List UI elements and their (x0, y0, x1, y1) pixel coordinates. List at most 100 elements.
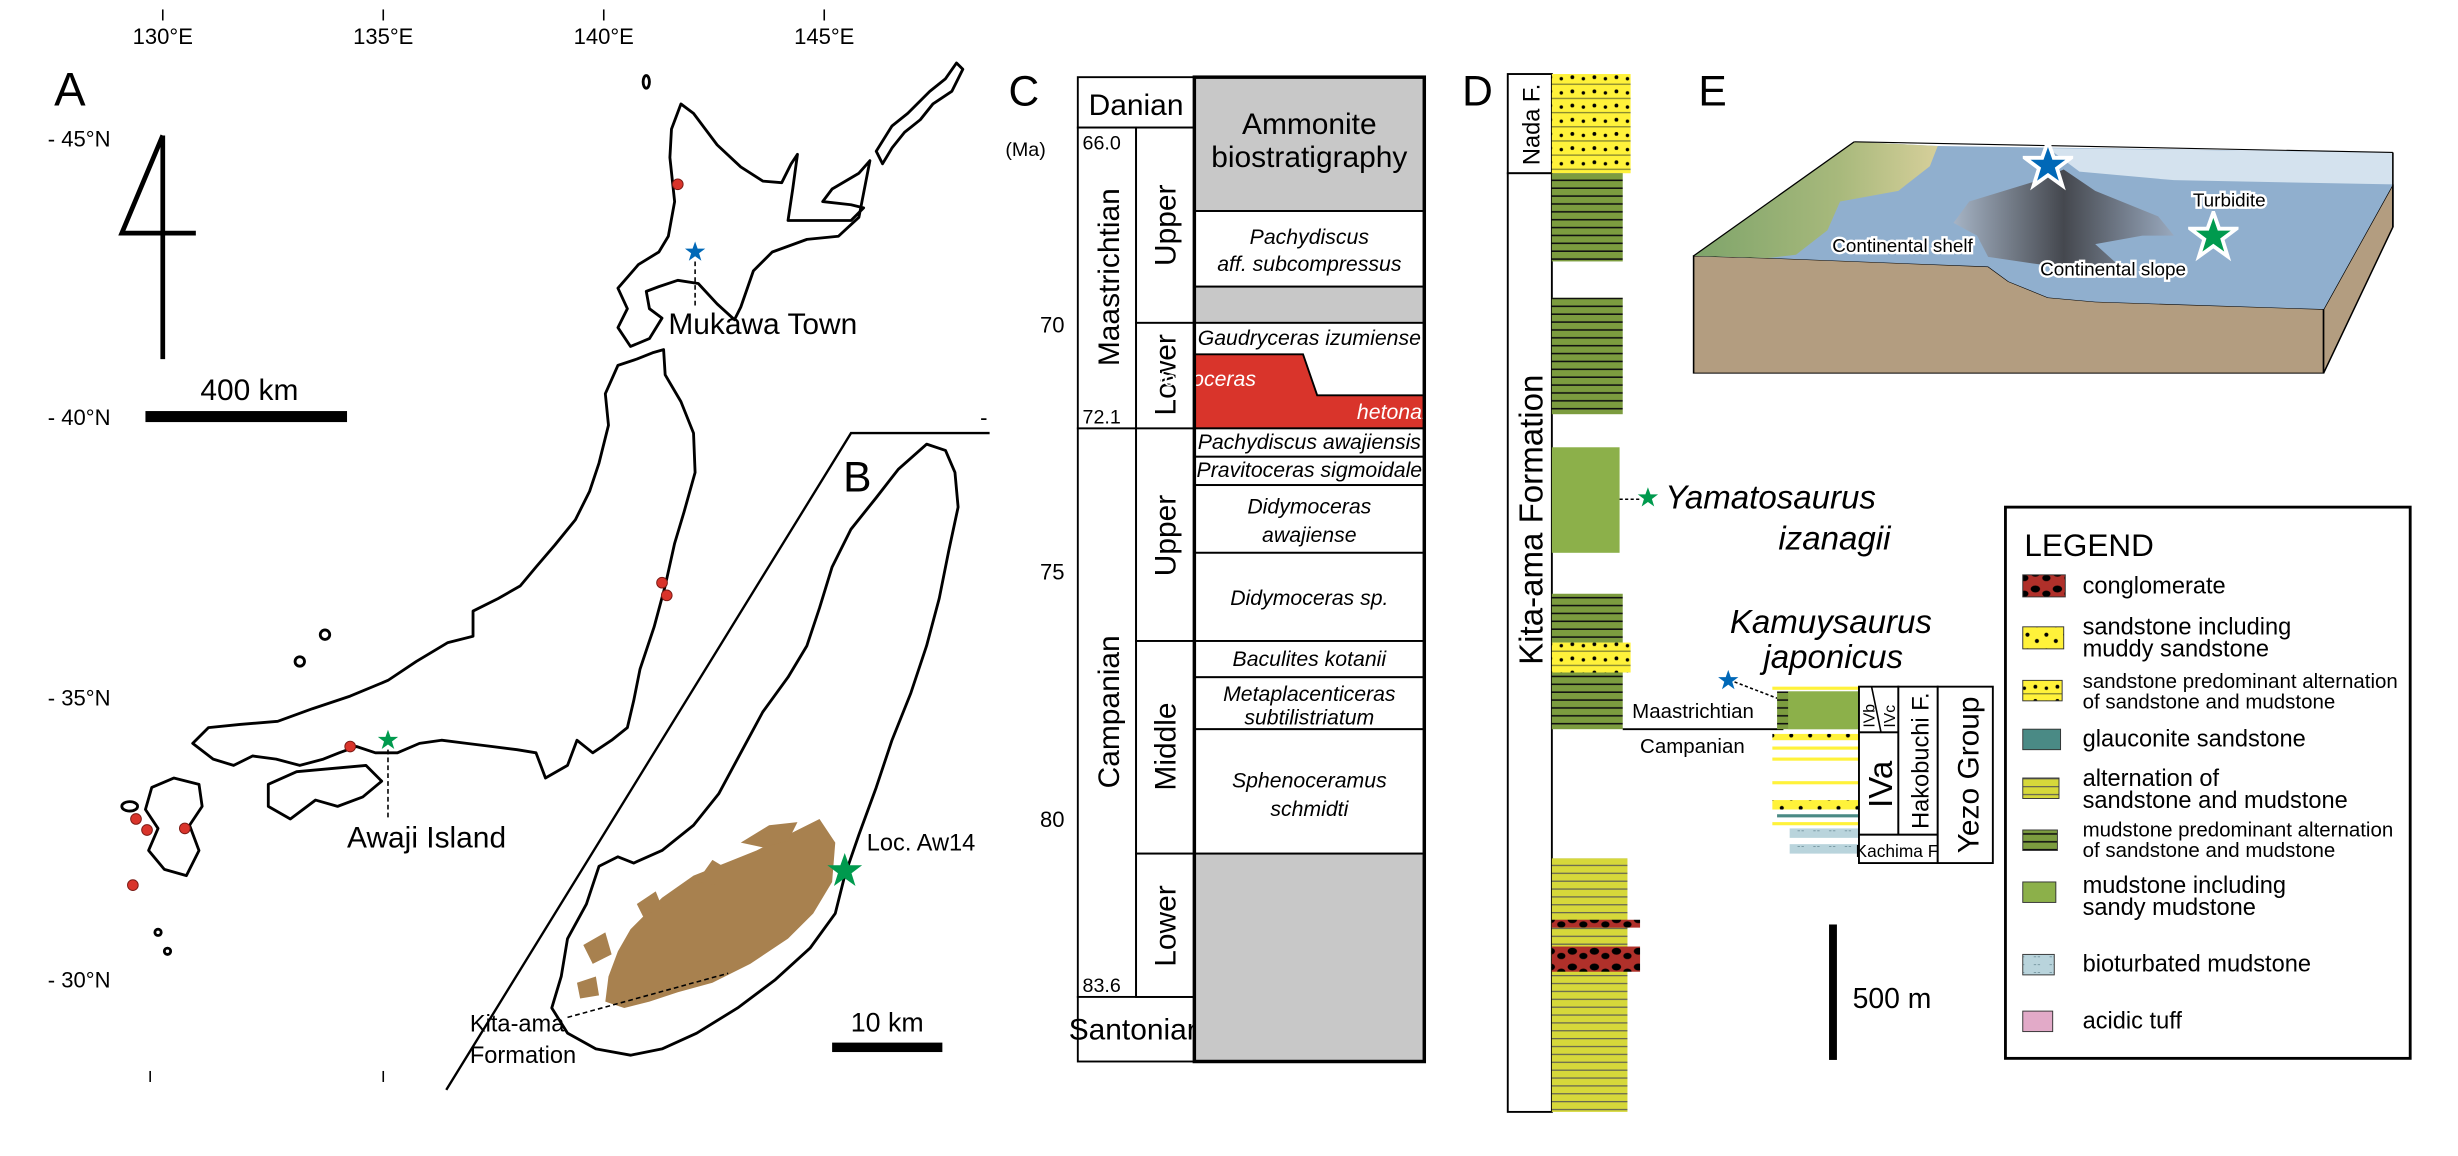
honshu (191, 348, 697, 780)
group-yezo: Yezo Group (1953, 696, 1986, 853)
lat-label-40: - 40°N (48, 405, 111, 430)
legend-label: acidic tuff (2083, 1008, 2183, 1034)
panel-label-a: A (54, 64, 86, 117)
legend-swatch-sandstone (2022, 626, 2065, 650)
taxon-kamuysaurus: Kamuysaurus (1730, 604, 1932, 641)
stage-maastrichtian: Maastrichtian (1093, 188, 1126, 366)
svg-text:-: - (980, 405, 987, 430)
panel-c-biostratigraphy: C (Ma) (function(){ let s=''; for(let i=… (1005, 69, 1473, 1064)
legend-title: LEGEND (2024, 527, 2153, 563)
legend-label: sandstone including (2083, 615, 2292, 641)
place-awaji-island: Awaji Island (347, 821, 506, 854)
dot-icon (127, 879, 139, 891)
unit-iva: IVa (1863, 760, 1900, 808)
taxon-yamatosaurus: Yamatosaurus (1665, 480, 1876, 517)
substage-campanian-upper: Upper (1149, 495, 1182, 576)
panel-d-columnar-section: D Nada F. Kita-ama Formation Maastrichti… (1462, 69, 1994, 1113)
dot-icon (141, 824, 153, 836)
legend-label: bioturbated mudstone (2083, 952, 2311, 978)
dinosaur-localities (127, 178, 684, 891)
continental-slope (1953, 169, 2174, 270)
star-icon-kamuysaurus (1718, 669, 1739, 690)
land-surface (1693, 141, 1938, 259)
ammonite-header-line1: Ammonite (1242, 108, 1377, 141)
kuril-islands (874, 61, 965, 166)
bed-sandstone-alternation (1551, 642, 1631, 673)
legend-swatch-alternation (2022, 777, 2060, 799)
legend-label: sandstone predominant alternation (2083, 670, 2398, 693)
legend-swatch-mudstone (2022, 881, 2057, 903)
place-mukawa-town: Mukawa Town (668, 308, 857, 341)
bed-conglomerate (1551, 919, 1641, 928)
legend-label: alternation of (2083, 766, 2220, 792)
dot-icon (344, 740, 357, 753)
scale-label-400km: 400 km (200, 374, 298, 407)
substage-maastrichtian-lower: Lower (1149, 334, 1182, 415)
legend-swatch-conglomerate (2022, 574, 2066, 598)
legend: LEGEND conglomerate sandstone including … (2004, 505, 2412, 1060)
dot-icon (178, 822, 191, 835)
japan-coastline (120, 61, 965, 956)
scale-label-500m: 500 m (1853, 983, 1932, 1015)
north-arrow-icon (118, 134, 196, 360)
zone-pachydiscus-aff-2: aff. subcompressus (1217, 252, 1402, 276)
label-continental-slope: Continental slope (2040, 260, 2186, 281)
lat-label-35: - 35°N (48, 686, 111, 711)
hakobuchi-section: IVb IVc IVa Hakobuchi F. Kachima F. Yezo… (1772, 685, 1994, 865)
panel-label-c: C (1009, 69, 1040, 116)
kyushu (144, 776, 204, 878)
dot-icon (660, 589, 673, 602)
legend-label: conglomerate (2083, 574, 2226, 600)
bed-mudstone (1551, 447, 1620, 553)
kita-ama-outcrop (576, 818, 836, 1008)
legend-label: of sandstone and mudstone (2083, 691, 2336, 714)
block-geometry (1692, 141, 2394, 374)
legend-label: sandstone and mudstone (2083, 788, 2348, 814)
zone-pravitoceras: Pravitoceras sigmoidale (1197, 458, 1423, 482)
zone-gaudryceras: Gaudryceras izumiense (1198, 326, 1421, 350)
age-tick-75: 75 (1040, 560, 1065, 585)
boundary-campanian: Campanian (1640, 735, 1745, 758)
zone-didymoceras-awajiense-2: awajiense (1262, 523, 1357, 547)
unit-ivc: IVc (1882, 705, 1899, 728)
age-tick-70: 70 (1040, 312, 1065, 337)
label-continental-shelf: Continental shelf (1832, 236, 1973, 257)
lon-label-140: 140°E (574, 24, 634, 49)
lon-label-130: 130°E (133, 24, 193, 49)
panel-label-b: B (843, 454, 871, 501)
dot-icon (656, 576, 668, 589)
legend-label: mudstone including (2083, 873, 2286, 899)
formation-kita-ama: Kita-ama Formation (1513, 375, 1550, 665)
unit-ivb: IVb (1862, 704, 1879, 728)
zone-metaplacenticeras-2: subtilistriatum (1244, 705, 1374, 729)
bed-alternation (1551, 858, 1628, 1112)
formation-hakobuchi: Hakobuchi F. (1908, 692, 1934, 828)
formation-label-line2: Formation (470, 1043, 576, 1069)
formation-label-line1: Kita-ama (470, 1012, 565, 1038)
lon-label-145: 145°E (794, 24, 854, 49)
age-tick-80: 80 (1040, 807, 1065, 832)
lon-label-135: 135°E (353, 24, 413, 49)
taxon-izanagii: izanagii (1778, 521, 1892, 558)
scale-bar-400km: 400 km (145, 374, 348, 423)
legend-label: muddy sandstone (2083, 637, 2269, 663)
bed-mudstone-alternation (1551, 173, 1623, 262)
zone-pachydiscus-awajiensis: Pachydiscus awajiensis (1198, 430, 1422, 454)
panel-label-e: E (1698, 69, 1726, 116)
dot-icon (671, 178, 684, 191)
age-72-1: 72.1 (1083, 407, 1121, 429)
longitude-axis: 130°E 135°E 140°E 145°E (133, 9, 854, 1082)
lat-label-30: - 30°N (48, 967, 111, 992)
scale-label-10km: 10 km (851, 1008, 924, 1038)
bed-mudstone-alternation (1551, 297, 1623, 415)
zone-pachydiscus-aff: Pachydiscus (1250, 225, 1370, 249)
latitude-axis: - 45°N - 40°N - 35°N - 30°N - (48, 126, 988, 992)
age-83-6: 83.6 (1083, 975, 1121, 997)
scale-bar-500m (1829, 924, 1837, 1060)
substage-campanian-lower: Lower (1149, 885, 1182, 966)
legend-swatch-bioturbated (2022, 953, 2055, 976)
bed-sandstone-alternation (1551, 74, 1631, 174)
legend-swatch-mudstone-alternation (2022, 829, 2058, 851)
legend-swatch-acidic-tuff (2022, 1010, 2054, 1033)
